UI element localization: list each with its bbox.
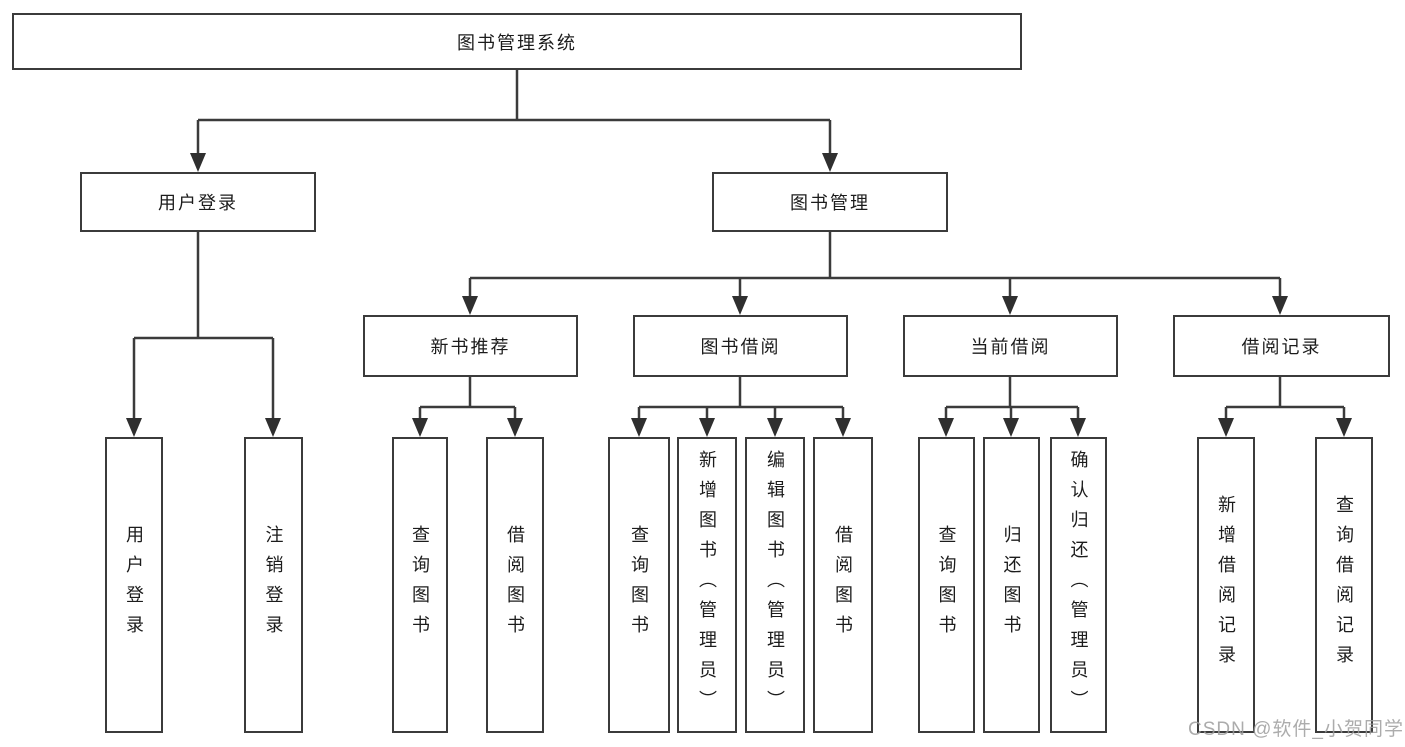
leaf-query-books-borrow: 查询图书 <box>608 437 670 733</box>
csdn-watermark: CSDN @软件_小贺同学 <box>1188 719 1404 740</box>
leaf-query-books-current: 查询图书 <box>918 437 975 733</box>
leaf-borrow-books-recommend: 借阅图书 <box>486 437 544 733</box>
leaf-borrow-books: 借阅图书 <box>813 437 873 733</box>
leaf-add-borrow-record: 新增借阅记录 <box>1197 437 1255 733</box>
leaf-return-book: 归还图书 <box>983 437 1040 733</box>
node-new-book-recommendation: 新书推荐 <box>363 315 578 377</box>
node-borrowing-records: 借阅记录 <box>1173 315 1390 377</box>
node-library-management-system: 图书管理系统 <box>12 13 1022 70</box>
leaf-edit-book-admin: 编辑图书（管理员） <box>745 437 805 733</box>
node-user-login: 用户登录 <box>80 172 316 232</box>
leaf-query-borrow-record: 查询借阅记录 <box>1315 437 1373 733</box>
leaf-confirm-return-admin: 确认归还（管理员） <box>1050 437 1107 733</box>
node-current-borrowing: 当前借阅 <box>903 315 1118 377</box>
leaf-user-login: 用户登录 <box>105 437 163 733</box>
leaf-logout: 注销登录 <box>244 437 303 733</box>
node-book-management: 图书管理 <box>712 172 948 232</box>
leaf-add-book-admin: 新增图书（管理员） <box>677 437 737 733</box>
node-book-borrowing: 图书借阅 <box>633 315 848 377</box>
leaf-query-books-recommend: 查询图书 <box>392 437 448 733</box>
